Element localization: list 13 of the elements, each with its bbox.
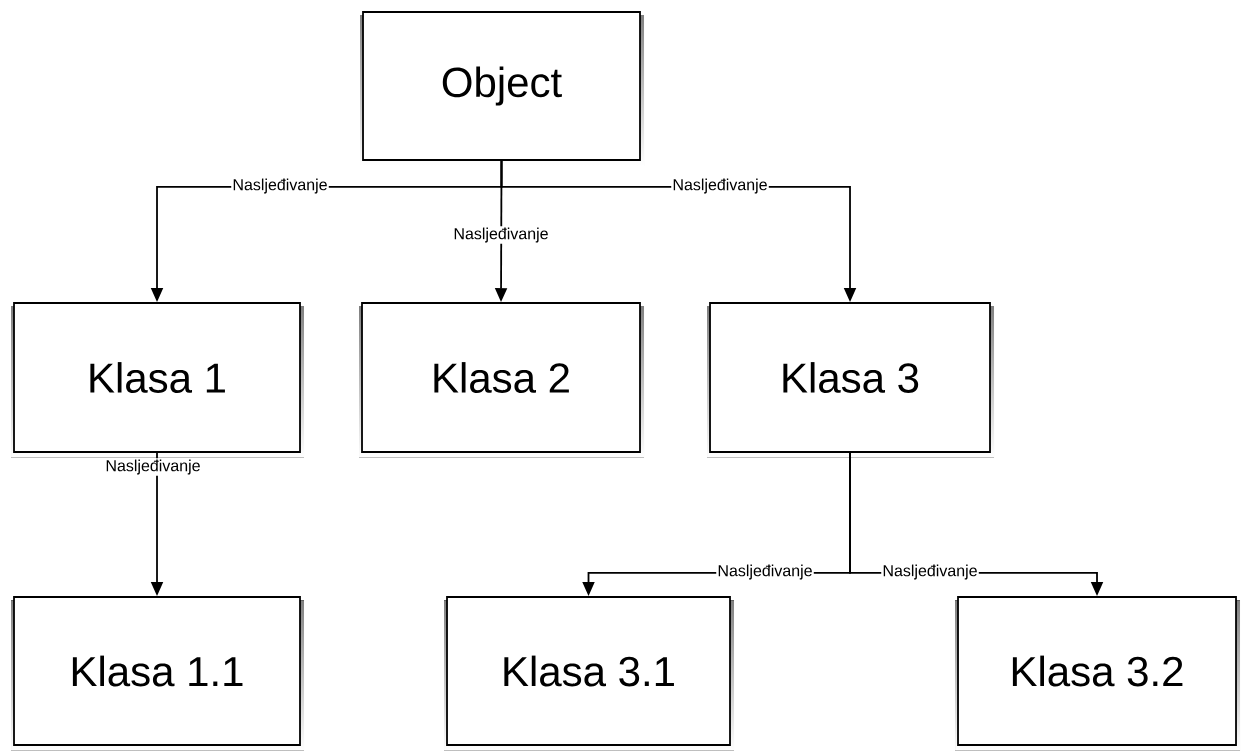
class-box: Klasa 1.1	[11, 596, 304, 751]
class-box: Object	[360, 11, 644, 166]
class-box: Klasa 3.1	[444, 596, 734, 751]
class-box: Klasa 3	[707, 302, 994, 458]
edge-label: Nasljeđivanje	[104, 458, 202, 476]
edge-label: Nasljeđivanje	[231, 177, 329, 195]
class-box: Klasa 1	[11, 302, 304, 458]
edge-label: Nasljeđivanje	[671, 177, 769, 195]
edge-label: Nasljeđivanje	[716, 563, 814, 581]
class-box: Klasa 3.2	[955, 596, 1240, 751]
class-box: Klasa 2	[359, 302, 644, 458]
edge-label: Nasljeđivanje	[881, 563, 979, 581]
edge-label: Nasljeđivanje	[452, 226, 550, 244]
